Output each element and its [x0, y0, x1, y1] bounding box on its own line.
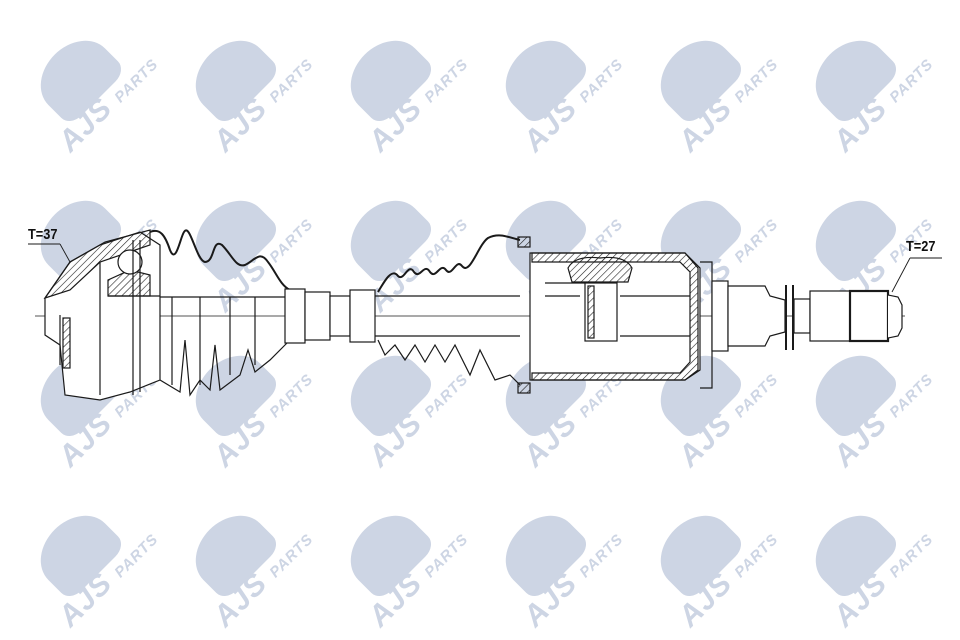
shaft	[284, 288, 520, 344]
outer-boot	[149, 229, 291, 397]
inner-boot	[377, 234, 521, 386]
right-teeth-label: T=27	[906, 238, 936, 255]
left-teeth-label: T=37	[28, 226, 58, 243]
outer-cv-joint	[43, 229, 161, 401]
tripod-housing	[517, 236, 713, 394]
stub-shaft	[711, 280, 903, 352]
